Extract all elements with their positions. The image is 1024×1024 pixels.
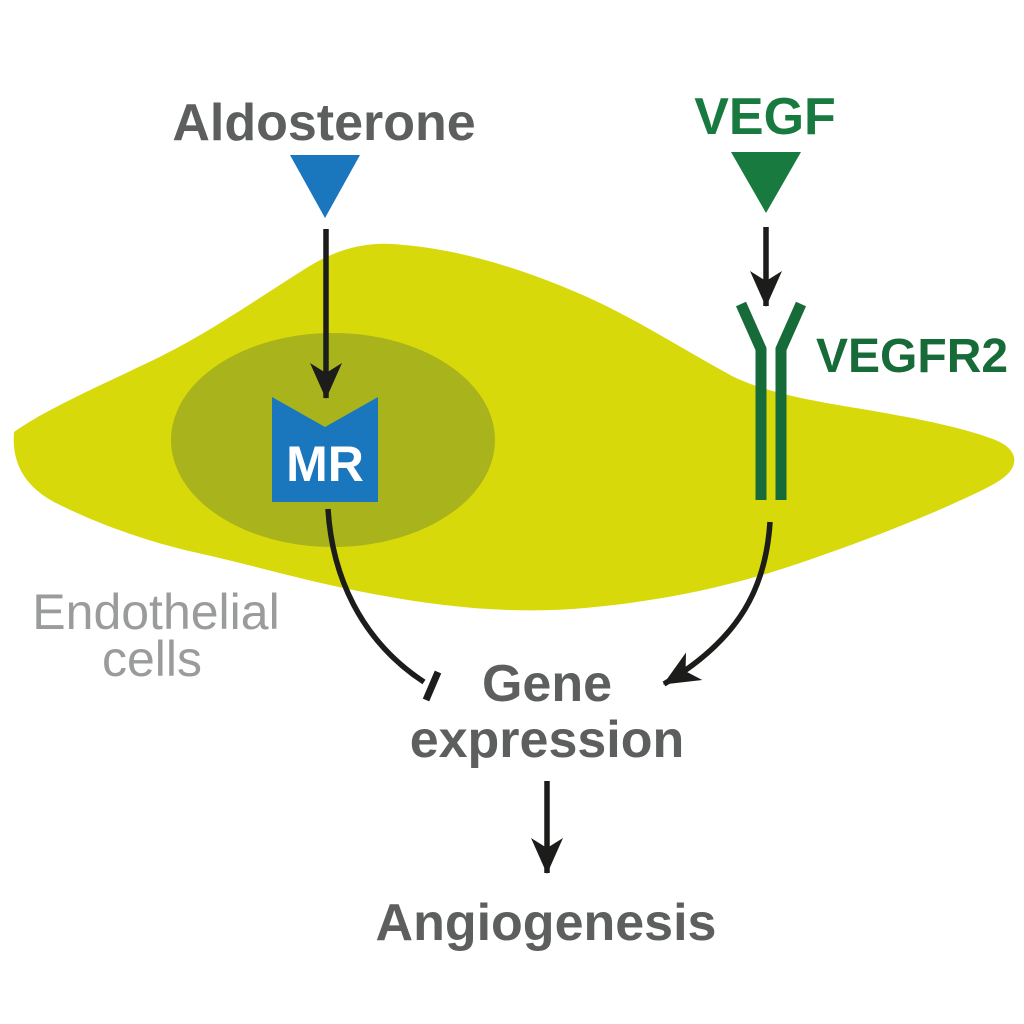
gene-expression-label-line1: Gene <box>482 655 612 713</box>
vegf-label: VEGF <box>694 88 836 146</box>
gene-expression-label-line2: expression <box>410 711 685 769</box>
arrow-mr-inhibits-gene-expression <box>325 508 426 685</box>
arrow-vegfr2-to-gene-expression <box>662 521 773 687</box>
endothelial-cells-label-line1: Endothelial <box>32 584 279 640</box>
endothelial-cell-body <box>13 243 1015 611</box>
aldosterone-triangle-icon <box>290 155 360 218</box>
mr-receptor-shape <box>272 397 378 502</box>
vegfr2-label: VEGFR2 <box>816 330 1008 383</box>
endothelial-cells-label-line2: cells <box>102 631 202 687</box>
inhibition-bar-icon <box>422 670 442 702</box>
vegf-triangle-icon <box>731 152 801 213</box>
vegfr2-receptor-icon <box>735 301 767 500</box>
vegfr2-receptor-icon <box>775 301 807 500</box>
angiogenesis-label: Angiogenesis <box>376 894 717 952</box>
aldosterone-label: Aldosterone <box>172 94 475 152</box>
mr-label: MR <box>286 436 364 492</box>
